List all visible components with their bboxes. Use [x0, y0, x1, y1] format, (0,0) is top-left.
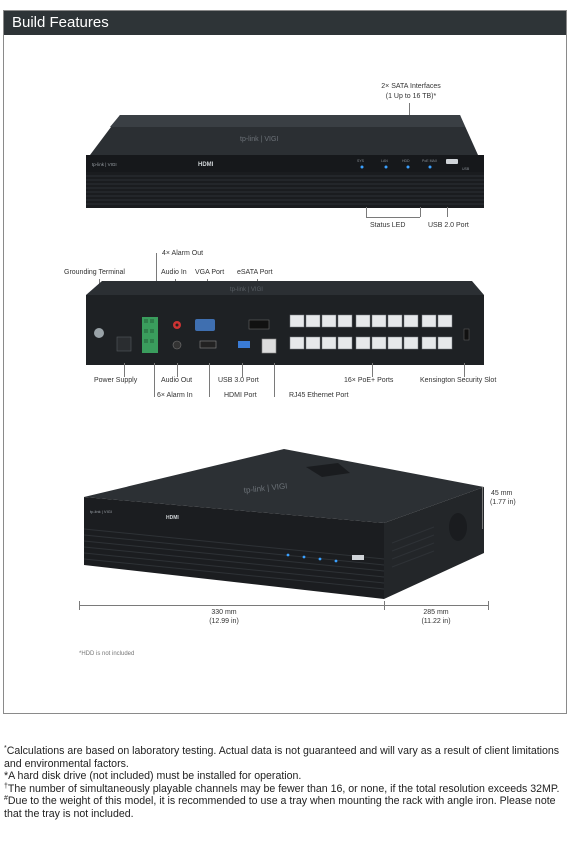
usb2-leader-line: [447, 207, 448, 217]
nvr-front-view: tp-link | VIGI tp-link | VIGI HDMI SYS LA…: [86, 115, 484, 208]
svg-text:PoE MAX: PoE MAX: [422, 159, 438, 163]
sata-sub-label: (1 Up to 16 TB)*: [385, 93, 437, 100]
svg-text:tp-link | VIGI: tp-link | VIGI: [230, 287, 263, 293]
grounding-label: Grounding Terminal: [64, 269, 125, 276]
svg-text:SYS: SYS: [357, 159, 365, 163]
hdmi-leader: [209, 363, 210, 397]
width-dim-line: [79, 605, 384, 606]
vga-label: VGA Port: [195, 269, 225, 276]
svg-text:tp-link | VIGI: tp-link | VIGI: [240, 136, 278, 143]
sata-label: 2× SATA Interfaces: [381, 83, 441, 90]
width-dim-tick-left: [79, 601, 80, 610]
poe-label: 16× PoE+ Ports: [344, 377, 394, 384]
depth-label: 285 mm: [423, 609, 449, 616]
kensington-leader: [464, 363, 465, 377]
depth-in-label: (11.22 in): [421, 618, 451, 625]
power-leader: [124, 363, 125, 377]
svg-text:USB: USB: [462, 167, 470, 171]
power-label: Power Supply: [94, 377, 138, 384]
height-in-label: (1.77 in): [490, 499, 516, 506]
height-label: 45 mm: [491, 490, 513, 497]
svg-text:tp-link | VIGI: tp-link | VIGI: [90, 509, 112, 514]
svg-text:HDMI: HDMI: [166, 515, 179, 521]
depth-dim-line: [384, 605, 488, 606]
sata-leader-line: [409, 103, 410, 121]
footnote-3: †The number of simultaneously playable c…: [4, 782, 560, 795]
audio-in-label: Audio In: [161, 269, 187, 276]
nvr-rear-view: tp-link | VIGI: [86, 281, 484, 365]
alarm-out-leader: [156, 253, 157, 305]
section-header: Build Features: [4, 11, 566, 35]
alarm-in-leader: [154, 363, 155, 397]
poe-leader: [372, 363, 373, 377]
hdd-note: *HDD is not included: [79, 651, 135, 657]
footnote-4: #Due to the weight of this model, it is …: [4, 795, 556, 820]
usb3-label: USB 3.0 Port: [218, 377, 259, 384]
esata-label: eSATA Port: [237, 269, 273, 276]
status-led-leader-h: [366, 217, 420, 218]
svg-text:HDD: HDD: [402, 159, 410, 163]
kensington-label: Kensington Security Slot: [420, 377, 497, 384]
svg-text:LAN: LAN: [381, 159, 388, 163]
footnotes: *Calculations are based on laboratory te…: [4, 745, 568, 821]
nvr-perspective-view: tp-link | VIGI tp-link | VIGI HDMI: [83, 449, 484, 599]
usb3-leader: [242, 363, 243, 377]
rj45-label: RJ45 Ethernet Port: [289, 392, 349, 399]
depth-dim-tick-right: [488, 601, 489, 610]
rj45-leader: [274, 363, 275, 397]
alarm-in-label: 6× Alarm In: [157, 392, 193, 399]
hdmi-label: HDMI Port: [224, 392, 257, 399]
svg-text:HDMI: HDMI: [198, 162, 214, 168]
usb2-label: USB 2.0 Port: [428, 222, 469, 229]
build-features-panel: Build Features 2× SATA Interfaces (1 Up …: [3, 10, 567, 714]
width-in-label: (12.99 in): [209, 618, 239, 625]
audio-out-leader: [177, 363, 178, 377]
width-label: 330 mm: [194, 609, 254, 616]
status-led-leader-v2: [420, 207, 421, 217]
status-led-leader-v1: [366, 207, 367, 217]
footnote-1: *Calculations are based on laboratory te…: [4, 745, 560, 770]
svg-text:tp-link | VIGI: tp-link | VIGI: [92, 162, 117, 167]
audio-out-label: Audio Out: [161, 377, 193, 384]
alarm-out-label: 4× Alarm Out: [162, 250, 204, 257]
height-dim-line: [482, 487, 483, 529]
footnote-2: *A hard disk drive (not included) must b…: [4, 770, 302, 783]
status-led-label: Status LED: [370, 222, 406, 229]
